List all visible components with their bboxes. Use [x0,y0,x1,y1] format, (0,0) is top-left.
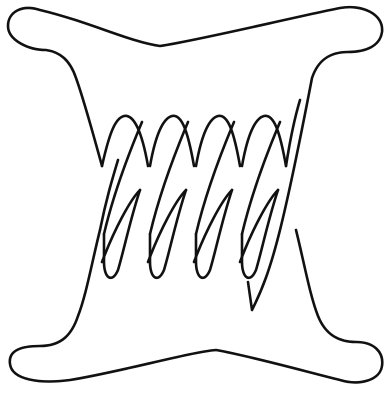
diagonal-overstrand-5 [148,190,186,262]
diagonal-overstrand-6 [194,190,232,262]
knot-strands [8,7,382,382]
helix-loop-1-back-strand [104,190,140,278]
right-band-upper-strand [286,100,300,166]
helix-loop-3-back-strand [196,190,232,278]
helix-loop-2-back-strand [150,190,186,278]
diagonal-overstrand-7 [240,190,278,262]
helix-loop-4-back-strand [242,190,278,278]
